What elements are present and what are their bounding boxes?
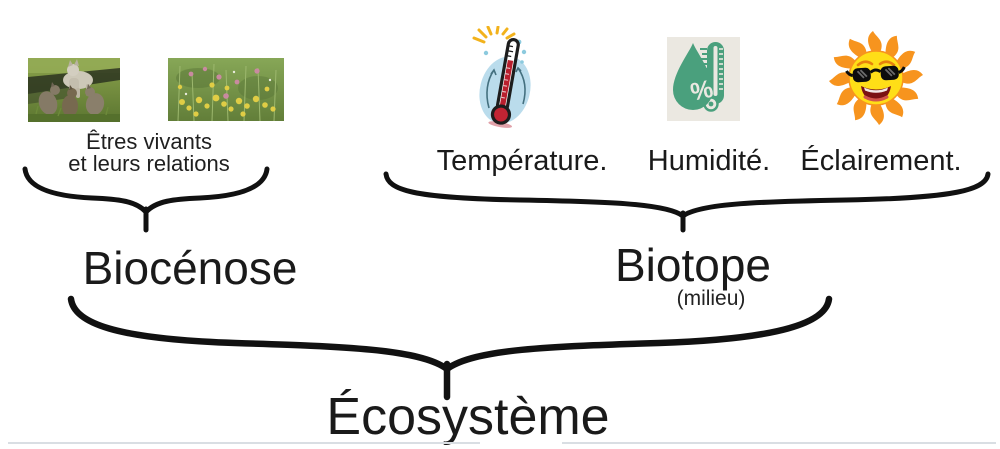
humidity-icon: % [667, 37, 740, 121]
sun-icon [829, 31, 923, 125]
biotope-label: Biotope [614, 239, 772, 291]
biocenose-caption: Êtres vivants et leurs relations [68, 131, 229, 175]
factor-label-temperature: Température. [436, 145, 608, 177]
wolf-family-photo [28, 58, 120, 122]
flower-meadow-photo [168, 58, 284, 121]
ecosysteme-label: Écosystème [326, 388, 610, 446]
thermometer-icon [472, 26, 531, 128]
factor-label-eclairement: Éclairement. [800, 145, 962, 177]
biocenose-caption-line2: et leurs relations [68, 151, 230, 176]
ecosysteme-brace [67, 295, 833, 401]
bottom-edge-line-right [562, 442, 996, 444]
biocenose-brace [22, 166, 270, 233]
biotope-sublabel: (milieu) [676, 287, 746, 310]
biocenose-label: Biocénose [82, 242, 298, 294]
factor-label-humidite: Humidité. [647, 145, 771, 177]
biotope-brace [383, 171, 991, 233]
biocenose-caption-line1: Êtres vivants [86, 129, 212, 154]
bottom-edge-line-left [8, 442, 480, 444]
